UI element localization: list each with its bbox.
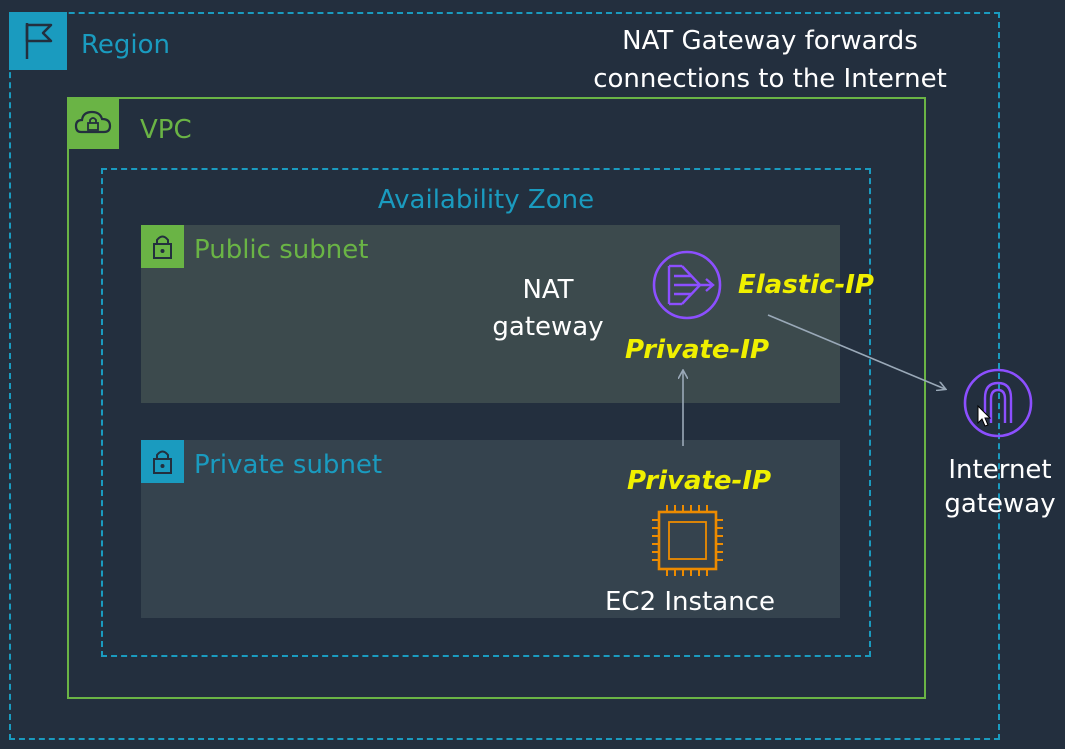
region-boundary [9,12,1000,740]
internet-gateway-label: Internet gateway [930,453,1065,521]
ec2-instance-label: EC2 Instance [605,587,775,617]
flag-icon [25,23,53,59]
nat-gateway-label-line-1: NAT [522,275,574,305]
public-subnet-label: Public subnet [194,235,369,265]
internet-gateway-label-line-1: Internet [948,455,1052,485]
private-subnet-label: Private subnet [194,450,383,480]
nat-gateway-label-line-2: gateway [492,312,604,342]
private-subnet [141,440,840,618]
availability-zone-label: Availability Zone [377,185,595,215]
vpc-boundary [67,97,926,699]
lock-icon [153,450,172,474]
nat-gateway-icon [652,250,722,320]
lock-icon [153,235,172,259]
internet-gateway-icon [963,368,1033,438]
vpc-tag [67,97,119,149]
caption-line-1: NAT Gateway forwards [622,26,918,56]
public-subnet [141,225,840,403]
elastic-ip-label: Elastic-IP [738,270,874,300]
diagram-caption: NAT Gateway forwards connections to the … [590,22,950,98]
cloud-lock-icon [74,110,112,134]
mouse-cursor-icon [977,404,992,427]
region-tag [9,12,67,70]
chip-icon [652,505,723,576]
region-label: Region [81,30,171,60]
internet-gateway-label-line-2: gateway [944,489,1056,519]
public-subnet-tag [141,225,184,268]
nat-to-igw-arrow [767,314,945,389]
ec2-private-ip-label: Private-IP [627,466,772,496]
caption-line-2: connections to the Internet [593,64,947,94]
availability-zone-boundary [101,168,871,657]
nat-private-ip-label: Private-IP [625,335,770,365]
nat-gateway-label: NAT gateway [478,272,618,346]
vpc-label: VPC [140,115,192,145]
private-subnet-tag [141,440,184,483]
